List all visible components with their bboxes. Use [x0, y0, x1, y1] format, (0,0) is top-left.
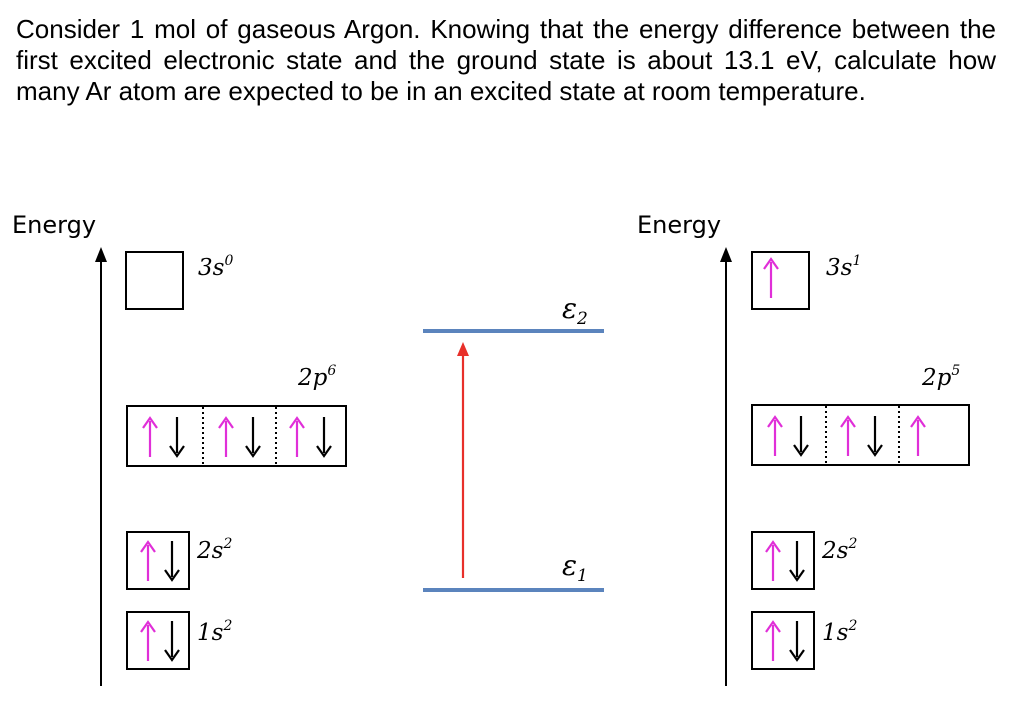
excited-orbital-2p: 2p5 — [751, 363, 970, 466]
spin-down-arrow — [164, 541, 180, 582]
excited-orbital-2s: 2s2 — [751, 531, 857, 590]
spin-up-arrow — [767, 415, 783, 456]
ground-state-panel: Energy 3s0 2p6 2s2 — [12, 211, 347, 686]
question-text: Consider 1 mol of gaseous Argon. Knowing… — [16, 14, 996, 106]
spin-up-arrow — [765, 540, 781, 581]
spin-up-arrow — [142, 416, 158, 457]
ground-axis-arrowhead — [95, 247, 107, 262]
spin-down-arrow — [169, 417, 185, 458]
spin-down-arrow — [789, 621, 805, 662]
orbital-label: 1s2 — [822, 618, 857, 646]
spin-up-arrow — [765, 620, 781, 661]
spin-down-arrow — [245, 417, 261, 458]
spin-up-arrow — [763, 257, 779, 298]
orbital-box — [125, 251, 184, 310]
orbital-label: 2p6 — [297, 363, 336, 391]
orbital-label: 3s0 — [198, 253, 233, 281]
excited-orbital-1s: 1s2 — [751, 611, 857, 670]
orbital-box — [126, 611, 190, 670]
orbital-box — [751, 531, 815, 590]
spin-up-arrow — [218, 416, 234, 457]
spin-down-arrow — [867, 416, 883, 457]
orbital-box — [126, 531, 190, 590]
spin-down-arrow — [164, 621, 180, 662]
spin-down-arrow — [316, 417, 332, 458]
spin-down-arrow — [793, 416, 809, 457]
orbital-box — [751, 404, 970, 466]
orbital-label: 2s2 — [821, 536, 857, 564]
orbital-label: 2s2 — [196, 536, 232, 564]
ground-energy-label: Energy — [12, 211, 96, 239]
ground-orbital-2s: 2s2 — [126, 531, 232, 590]
spin-down-arrow — [789, 541, 805, 582]
ground-orbital-2p: 2p6 — [126, 363, 347, 467]
orbital-label: 1s2 — [197, 618, 232, 646]
orbital-label: 3s1 — [826, 253, 861, 281]
excited-energy-label: Energy — [637, 211, 721, 239]
ground-orbital-3s: 3s0 — [125, 251, 233, 310]
spin-up-arrow — [910, 415, 926, 456]
two-level-diagram: ε2 ε1 — [423, 292, 604, 592]
lower-level-label: ε1 — [562, 549, 588, 586]
spin-up-arrow — [140, 620, 156, 661]
spin-up-arrow — [840, 415, 856, 456]
orbital-box — [751, 251, 810, 310]
spin-up-arrow — [289, 416, 305, 457]
excitation-arrowhead — [457, 342, 469, 356]
orbital-box — [751, 611, 815, 670]
upper-level-label: ε2 — [562, 292, 588, 329]
excited-orbital-3s: 3s1 — [751, 251, 861, 310]
excited-axis-arrowhead — [720, 247, 732, 262]
ground-orbital-1s: 1s2 — [126, 611, 232, 670]
orbital-label: 2p5 — [921, 363, 960, 391]
orbital-box — [126, 405, 347, 467]
spin-up-arrow — [140, 540, 156, 581]
excited-state-panel: Energy 3s1 2p5 2s2 — [637, 211, 970, 686]
